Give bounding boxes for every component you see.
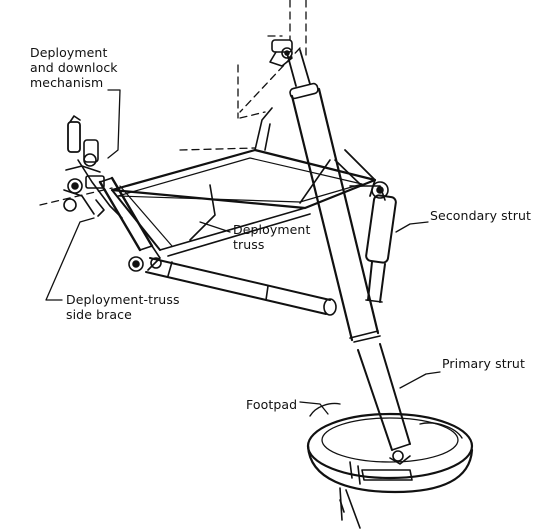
label-deployment-truss: Deployment truss xyxy=(233,222,311,252)
leader-secondary-strut xyxy=(395,221,429,233)
leader-deployment-truss xyxy=(199,221,231,233)
leader-deployment-mechanism xyxy=(107,89,121,159)
footpad xyxy=(306,402,474,529)
primary-strut xyxy=(286,49,411,465)
side-brace xyxy=(98,176,161,272)
label-secondary-strut: Secondary strut xyxy=(430,208,532,223)
leader-side-brace xyxy=(45,217,95,301)
horizontal-strut xyxy=(145,257,337,316)
label-primary-strut: Primary strut xyxy=(442,356,525,371)
dashed-reference-lines xyxy=(39,0,307,206)
label-deployment-mechanism: Deployment and downlock mechanism xyxy=(30,45,118,90)
leader-lines xyxy=(45,89,441,415)
leader-footpad xyxy=(299,401,329,415)
leader-primary-strut xyxy=(399,371,441,389)
label-side-brace: Deployment-truss side brace xyxy=(66,292,180,322)
secondary-strut xyxy=(334,149,397,303)
label-footpad: Footpad xyxy=(246,397,298,412)
downlock-mechanism xyxy=(63,115,123,219)
